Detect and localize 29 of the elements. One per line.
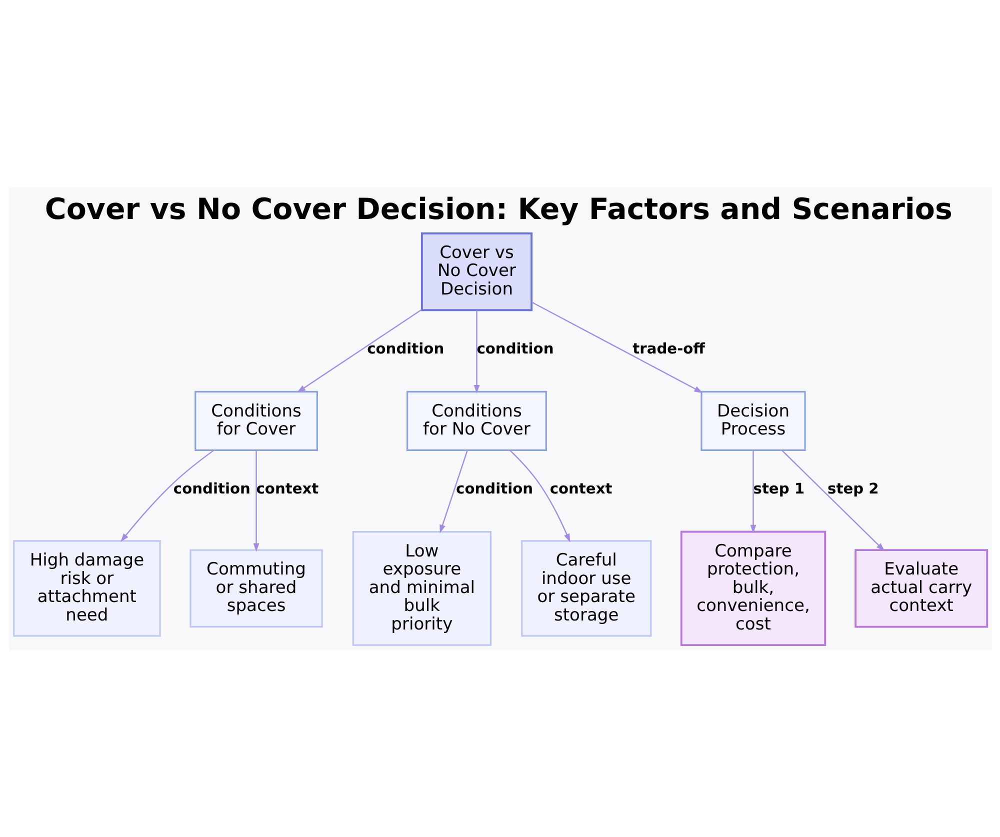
node-box: Commuting or shared spaces <box>189 549 322 628</box>
node-box: Decision Process <box>700 390 806 451</box>
node-box: Low exposure and minimal bulk priority <box>352 531 492 646</box>
node-box: Careful indoor use or separate storage <box>520 540 652 637</box>
edge-label: step 2 <box>827 480 878 498</box>
node-box: High damage risk or attachment need <box>12 540 160 637</box>
arrow <box>473 310 480 394</box>
node-box: Conditions for No Cover <box>406 390 546 451</box>
arrow <box>750 450 756 534</box>
edge-label: trade-off <box>632 340 705 358</box>
node-box: Cover vs No Cover Decision <box>420 232 532 312</box>
edge-label: step 1 <box>752 480 804 498</box>
arrow <box>252 450 259 552</box>
edge-label: condition <box>366 340 444 358</box>
arrow <box>296 309 422 393</box>
arrow <box>508 450 570 542</box>
node-box: Compare protection, bulk, convenience, cost <box>680 530 826 646</box>
diagram-title: Cover vs No Cover Decision: Key Factors and Scenarios <box>44 192 952 226</box>
edge-label: condition <box>172 480 250 498</box>
arrow <box>439 450 468 534</box>
arrow <box>781 450 884 552</box>
arrow <box>120 450 214 542</box>
edge-label: context <box>549 480 612 498</box>
arrow <box>530 302 702 393</box>
edge-label: condition <box>456 480 533 498</box>
edge-label: condition <box>476 340 554 358</box>
node-box: Conditions for Cover <box>194 390 318 451</box>
node-box: Evaluate actual carry context <box>854 549 988 628</box>
edge-label: context <box>256 480 318 498</box>
